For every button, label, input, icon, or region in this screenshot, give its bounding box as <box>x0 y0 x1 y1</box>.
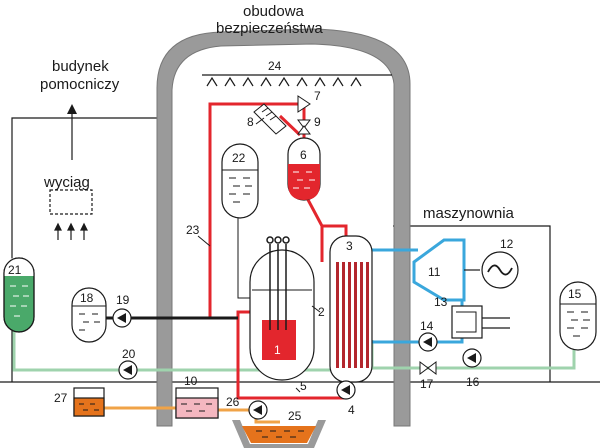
label-3: 3 <box>346 239 353 253</box>
pump-icon <box>118 360 138 380</box>
exhaust-filter <box>49 189 93 215</box>
auxiliary-title-line2: pomocniczy <box>40 76 120 93</box>
label-6: 6 <box>300 148 307 162</box>
valve-icon <box>297 119 311 135</box>
valve-icon <box>419 361 437 375</box>
pump-icon <box>462 348 482 368</box>
exhaust-arrow-icon <box>67 104 77 160</box>
tank-27 <box>73 387 105 417</box>
label-4: 4 <box>348 403 355 417</box>
label-7: 7 <box>314 89 321 103</box>
feedwater-tank <box>559 281 597 351</box>
steam-generator <box>329 235 373 383</box>
containment-title-line1: obudowa <box>243 3 305 20</box>
pump-icon <box>336 380 356 400</box>
label-23: 23 <box>186 223 200 237</box>
pump-icon <box>248 400 268 420</box>
containment-title-line2: bezpieczeństwa <box>216 20 323 37</box>
exhaust-intake-arrows <box>54 222 88 240</box>
label-27: 27 <box>54 391 68 405</box>
label-5: 5 <box>300 379 307 393</box>
exhaust-label: wyciąg <box>43 174 90 191</box>
label-19: 19 <box>116 293 130 307</box>
label-16: 16 <box>466 375 480 389</box>
relief-line <box>253 103 287 135</box>
primary-loop <box>208 102 348 400</box>
auxiliary-title-line1: budynek <box>52 58 109 75</box>
valve-icon <box>297 95 311 113</box>
pressurizer <box>287 137 321 201</box>
reactor-vessel <box>249 236 315 381</box>
label-22: 22 <box>232 151 246 165</box>
label-9: 9 <box>314 115 321 129</box>
condenser <box>451 305 510 339</box>
label-21: 21 <box>8 263 22 277</box>
label-17: 17 <box>420 377 434 391</box>
accumulator-tank <box>221 143 259 219</box>
label-12: 12 <box>500 237 514 251</box>
leader-lines <box>197 117 321 393</box>
pump-icon <box>112 308 132 328</box>
turbine <box>412 238 466 302</box>
label-24: 24 <box>268 59 282 73</box>
label-15: 15 <box>568 287 582 301</box>
turbine-hall-label: maszynownia <box>423 205 515 222</box>
label-13: 13 <box>434 295 448 309</box>
storage-tank-green <box>3 257 35 333</box>
turbine-hall-building <box>393 225 551 382</box>
sump-liquid-marks <box>256 430 304 438</box>
reactor-core <box>262 320 296 360</box>
label-20: 20 <box>122 347 136 361</box>
pump-icon <box>418 332 438 352</box>
label-2: 2 <box>318 305 325 319</box>
sump-tank <box>242 426 316 443</box>
label-26: 26 <box>226 395 240 409</box>
label-1: 1 <box>274 343 281 357</box>
generator-icon <box>481 251 519 289</box>
label-10: 10 <box>184 374 198 388</box>
label-14: 14 <box>420 319 434 333</box>
label-18: 18 <box>80 291 94 305</box>
spray-nozzles-icon <box>202 74 392 87</box>
label-25: 25 <box>288 409 302 423</box>
boron-tank <box>71 287 107 343</box>
label-11: 11 <box>428 265 441 279</box>
label-8: 8 <box>247 115 254 129</box>
tank-10 <box>175 387 219 419</box>
containment-shell <box>156 28 411 427</box>
